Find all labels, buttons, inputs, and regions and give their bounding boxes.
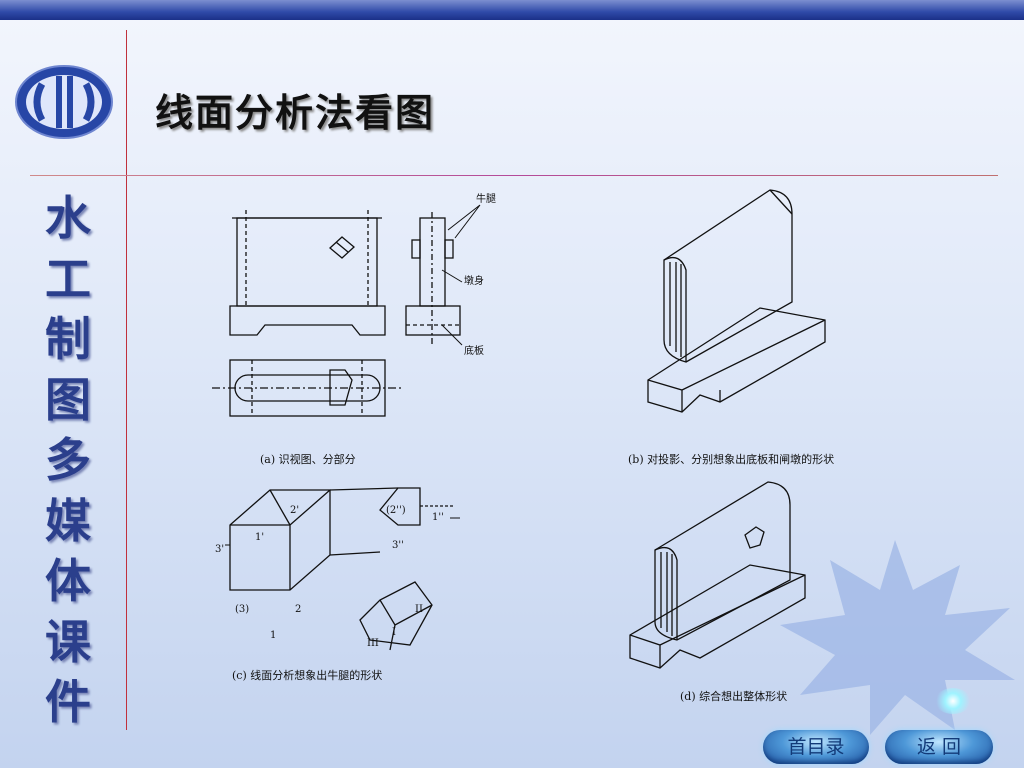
vertical-rule xyxy=(126,30,127,730)
side-view xyxy=(405,204,481,346)
mark-3: (3) xyxy=(235,604,249,615)
mark-1: 1 xyxy=(270,630,276,641)
top-view xyxy=(212,359,402,417)
side-title: 水 工 制 图 多 媒 体 课 件 xyxy=(28,188,108,733)
label-niutui: 牛腿 xyxy=(476,192,496,205)
mark-1pp: 1'' xyxy=(432,512,444,523)
analysis-drawing xyxy=(225,487,460,651)
caption-b: (b) 对投影、分别想象出底板和闸墩的形状 xyxy=(628,452,834,466)
glow-decoration xyxy=(935,688,971,714)
mark-2: 2 xyxy=(295,604,301,615)
mark-I: I xyxy=(392,627,396,638)
mark-II: II xyxy=(415,604,423,615)
side-char: 制 xyxy=(45,312,91,366)
back-button[interactable]: 返 回 xyxy=(885,730,993,764)
side-char: 多 xyxy=(45,433,91,487)
mark-2p: 2' xyxy=(290,505,299,516)
caption-c: (c) 线面分析想象出牛腿的形状 xyxy=(232,668,382,682)
maple-leaf-decoration xyxy=(780,540,1015,735)
isometric-combined xyxy=(629,481,806,669)
side-char: 件 xyxy=(45,675,91,729)
technical-drawing: 牛腿 墩身 底板 (a) 识视图、分部分 (b) 对投影、分别想象出底板和闸墩的… xyxy=(212,189,834,703)
side-char: 体 xyxy=(45,554,91,608)
side-char: 媒 xyxy=(45,493,91,548)
label-diban: 底板 xyxy=(464,344,484,357)
side-char: 课 xyxy=(45,614,91,669)
mark-3pp: 3'' xyxy=(392,540,404,551)
top-bar xyxy=(0,0,1024,20)
page-title: 线面分析法看图 xyxy=(155,90,436,135)
mark-1p: 1' xyxy=(255,532,264,543)
horizontal-rule xyxy=(30,175,998,176)
mark-3p: 3' xyxy=(215,544,224,555)
mark-2pp: (2'') xyxy=(386,505,406,516)
side-char: 工 xyxy=(45,251,91,306)
isometric-pier-base xyxy=(647,189,826,413)
mark-III: III xyxy=(367,638,379,649)
caption-d: (d) 综合想出整体形状 xyxy=(680,689,787,703)
side-char: 水 xyxy=(45,191,91,245)
front-view xyxy=(229,210,386,336)
logo-icon xyxy=(15,65,113,139)
side-char: 图 xyxy=(45,372,91,427)
toc-button[interactable]: 首目录 xyxy=(763,730,869,764)
caption-a: (a) 识视图、分部分 xyxy=(260,452,356,466)
label-dunshen: 墩身 xyxy=(464,274,484,287)
